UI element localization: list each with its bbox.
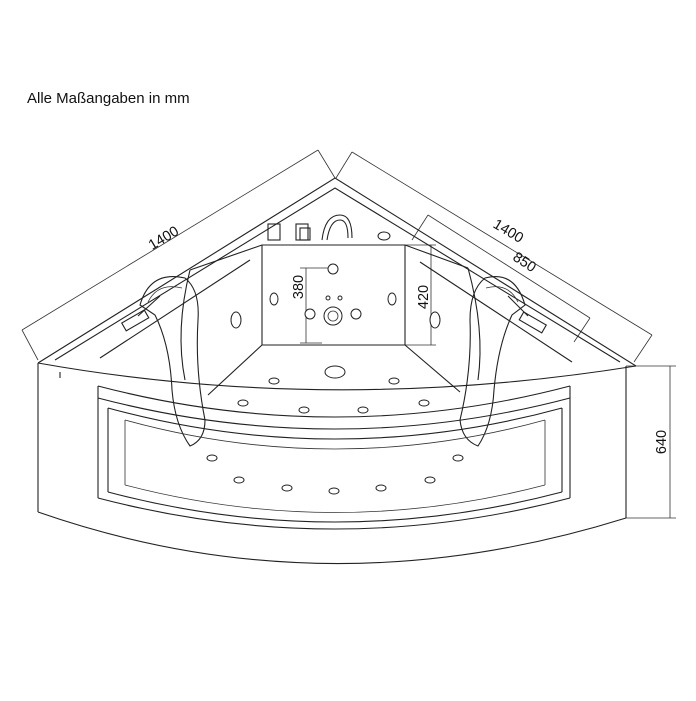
glass-front xyxy=(59,372,571,530)
floor-jets xyxy=(206,377,464,495)
tub-rim xyxy=(37,177,637,391)
label-left-length: 1400 xyxy=(146,223,182,253)
label-height: 640 xyxy=(654,430,670,454)
label-right-inner-length: 850 xyxy=(510,249,539,276)
grab-handle-right xyxy=(507,295,548,334)
dimension-jet-panel-height: 380 xyxy=(291,267,330,344)
inner-basin xyxy=(180,244,481,396)
label-jet-panel-height: 380 xyxy=(291,275,307,299)
label-right-length: 1400 xyxy=(490,216,526,246)
grab-handle-left xyxy=(120,295,161,332)
headrest-right xyxy=(459,276,526,447)
jet-panel xyxy=(230,263,441,379)
faucet-icon xyxy=(267,214,391,241)
label-back-panel-height: 420 xyxy=(416,285,432,309)
dimension-left-length: 1400 xyxy=(21,149,336,361)
dimension-back-panel-height: 420 xyxy=(405,244,436,346)
dimension-right-inner-length: 850 xyxy=(411,214,591,343)
units-caption: Alle Maßangaben in mm xyxy=(27,90,190,107)
tub-apron xyxy=(37,363,627,565)
dimension-height: 640 xyxy=(626,365,676,519)
